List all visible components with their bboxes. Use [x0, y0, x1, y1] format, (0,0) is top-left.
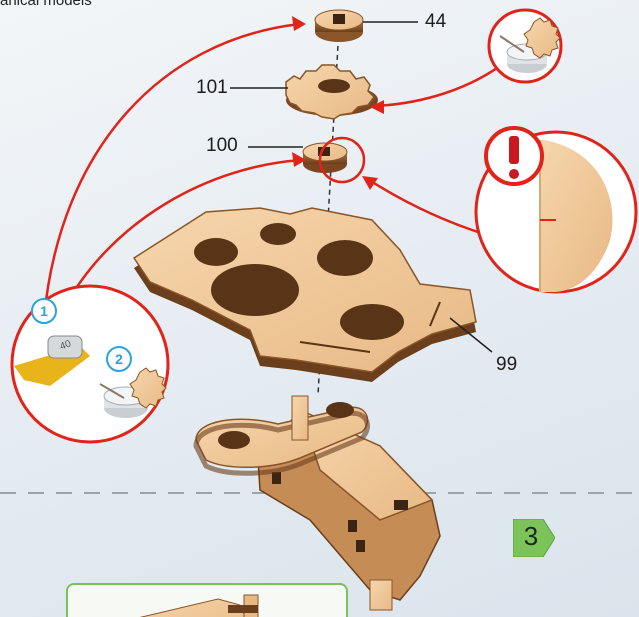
- next-step-preview-box: [66, 583, 348, 617]
- preview-illustration: [68, 585, 346, 617]
- lower-assembly: [196, 396, 440, 610]
- step-number: 3: [514, 521, 548, 552]
- part-101: [286, 65, 378, 119]
- step-marker-1: 1: [31, 298, 57, 324]
- glue-detail-circle: [489, 10, 561, 82]
- label-part-44: 44: [425, 11, 446, 33]
- step-marker-2: 2: [106, 346, 132, 372]
- part-44: [315, 10, 363, 42]
- label-part-101: 101: [196, 77, 228, 99]
- warning-detail-circle: [476, 128, 636, 292]
- label-part-99: 99: [496, 354, 517, 376]
- label-part-100: 100: [206, 135, 238, 157]
- part-99: [134, 208, 476, 382]
